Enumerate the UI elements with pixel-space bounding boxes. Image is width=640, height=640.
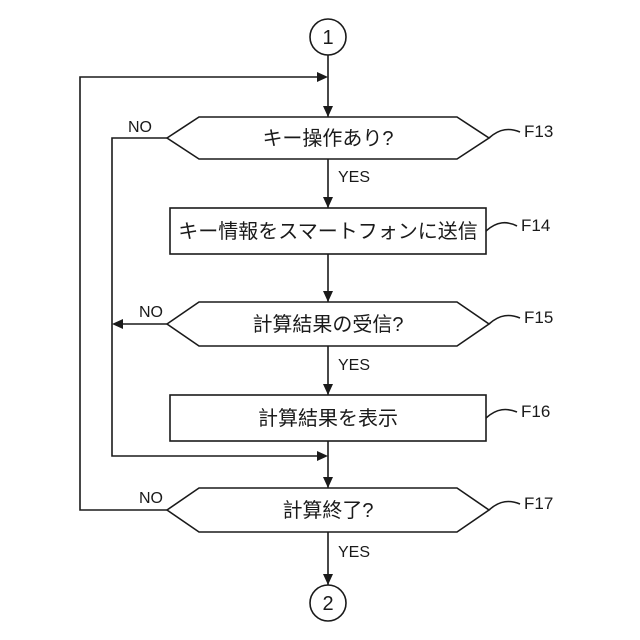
leader-f17 xyxy=(489,502,520,510)
ref-label-f14: F14 xyxy=(521,216,550,235)
decision-result-received-text: 計算結果の受信? xyxy=(252,313,403,336)
arrow-head xyxy=(323,384,333,395)
arrow-head xyxy=(112,319,123,329)
leader-f14 xyxy=(486,223,517,231)
end-connector-label: 2 xyxy=(322,593,333,615)
leader-f13 xyxy=(489,130,520,138)
yes-label-f15: YES xyxy=(338,357,370,374)
no-label-f17: NO xyxy=(139,490,163,507)
arrow-head xyxy=(323,291,333,302)
no-label-f13: NO xyxy=(128,119,152,136)
leader-f15 xyxy=(489,316,520,324)
ref-label-f16: F16 xyxy=(521,402,550,421)
process-display-result-text: 計算結果を表示 xyxy=(258,407,398,430)
arrow-head xyxy=(317,72,328,82)
decision-calc-finished-text: 計算終了? xyxy=(282,499,373,522)
process-send-key-info-text: キー情報をスマートフォンに送信 xyxy=(178,220,477,243)
arrow-head xyxy=(317,451,328,461)
yes-label-f13: YES xyxy=(338,169,370,186)
no-label-f15: NO xyxy=(139,304,163,321)
ref-label-f15: F15 xyxy=(524,308,553,327)
arrow-head xyxy=(323,197,333,208)
ref-label-f13: F13 xyxy=(524,122,553,141)
arrow-head xyxy=(323,477,333,488)
start-connector-label: 1 xyxy=(322,27,333,49)
arrow-head xyxy=(323,574,333,585)
ref-label-f17: F17 xyxy=(524,494,553,513)
yes-label-f17: YES xyxy=(338,544,370,561)
arrow-head xyxy=(323,106,333,117)
leader-f16 xyxy=(486,410,517,418)
decision-key-operation-text: キー操作あり? xyxy=(262,127,393,150)
